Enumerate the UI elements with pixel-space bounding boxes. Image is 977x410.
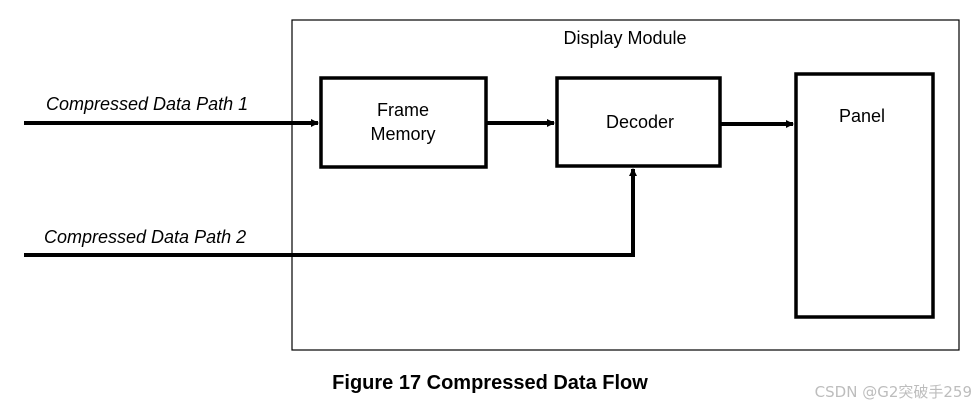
path1-label: Compressed Data Path 1 [46,94,248,114]
frame-memory-label-line1: Frame [377,100,429,120]
decoder-block [555,76,722,168]
path2-label: Compressed Data Path 2 [44,227,246,247]
display-module-title: Display Module [563,28,686,48]
watermark-text: CSDN @G2突破手259 [815,383,972,401]
figure-caption: Figure 17 Compressed Data Flow [332,372,648,394]
panel-block [794,72,935,319]
frame-memory-block [319,76,488,169]
frame-memory-label-line2: Memory [370,124,435,144]
path2-arrow [24,168,637,257]
panel-label: Panel [839,106,885,126]
decoder-label: Decoder [606,112,674,132]
display-module-box [291,19,960,351]
